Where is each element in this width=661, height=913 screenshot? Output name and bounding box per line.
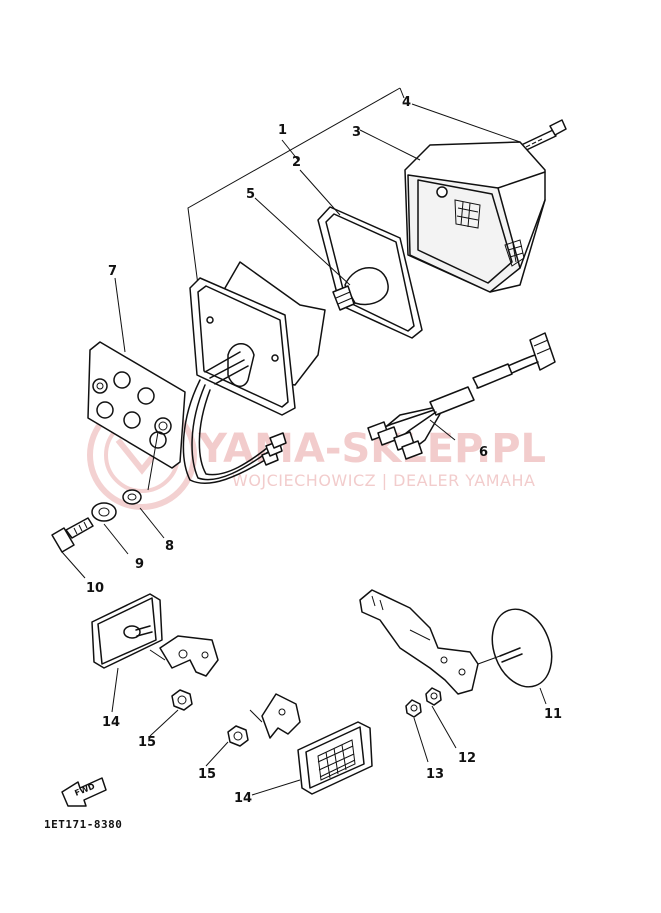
label-part-14-left: 14: [102, 715, 120, 730]
label-part-14-middle: 14: [234, 791, 252, 806]
lens-part-3: [404, 141, 546, 293]
label-part-9: 9: [135, 557, 144, 572]
assembly-brackets: [187, 87, 405, 286]
fwd-arrow-icon: FWD: [61, 777, 107, 807]
base-plate-part-7: [87, 341, 186, 469]
reflector-assy-right: [359, 589, 553, 718]
label-part-2: 2: [292, 155, 301, 170]
reflector-pattern-middle: [317, 739, 356, 781]
housing: [189, 261, 326, 416]
label-part-15-middle: 15: [198, 767, 216, 782]
label-part-4: 4: [402, 95, 411, 110]
label-part-15-left: 15: [138, 735, 156, 750]
label-part-11: 11: [544, 707, 562, 722]
reference-code: 1ET171-8380: [44, 818, 122, 831]
label-part-13: 13: [426, 767, 444, 782]
label-part-1: 1: [278, 123, 287, 138]
label-part-3: 3: [352, 125, 361, 140]
watermark-tagline: WOJCIECHOWICZ | DEALER YAMAHA: [232, 471, 535, 490]
leader-lines: [61, 103, 547, 796]
label-part-6: 6: [479, 445, 488, 460]
label-part-12: 12: [458, 751, 476, 766]
wires-housing: [182, 379, 287, 484]
harness-part-6: [367, 332, 556, 460]
part-labels: 1 2 3 4 5 6 7 8 9 10 11 12 13 14 14 15 1…: [86, 95, 562, 806]
reflector-assy-middle: [227, 693, 373, 795]
bulb-part-5: [332, 267, 389, 311]
fasteners-8-9-10: [51, 431, 159, 553]
reflector-pattern: [454, 199, 525, 267]
label-part-5: 5: [246, 187, 255, 202]
reflector-assy-left: [91, 593, 219, 711]
label-part-8: 8: [165, 539, 174, 554]
label-part-7: 7: [108, 264, 117, 279]
label-part-10: 10: [86, 581, 104, 596]
